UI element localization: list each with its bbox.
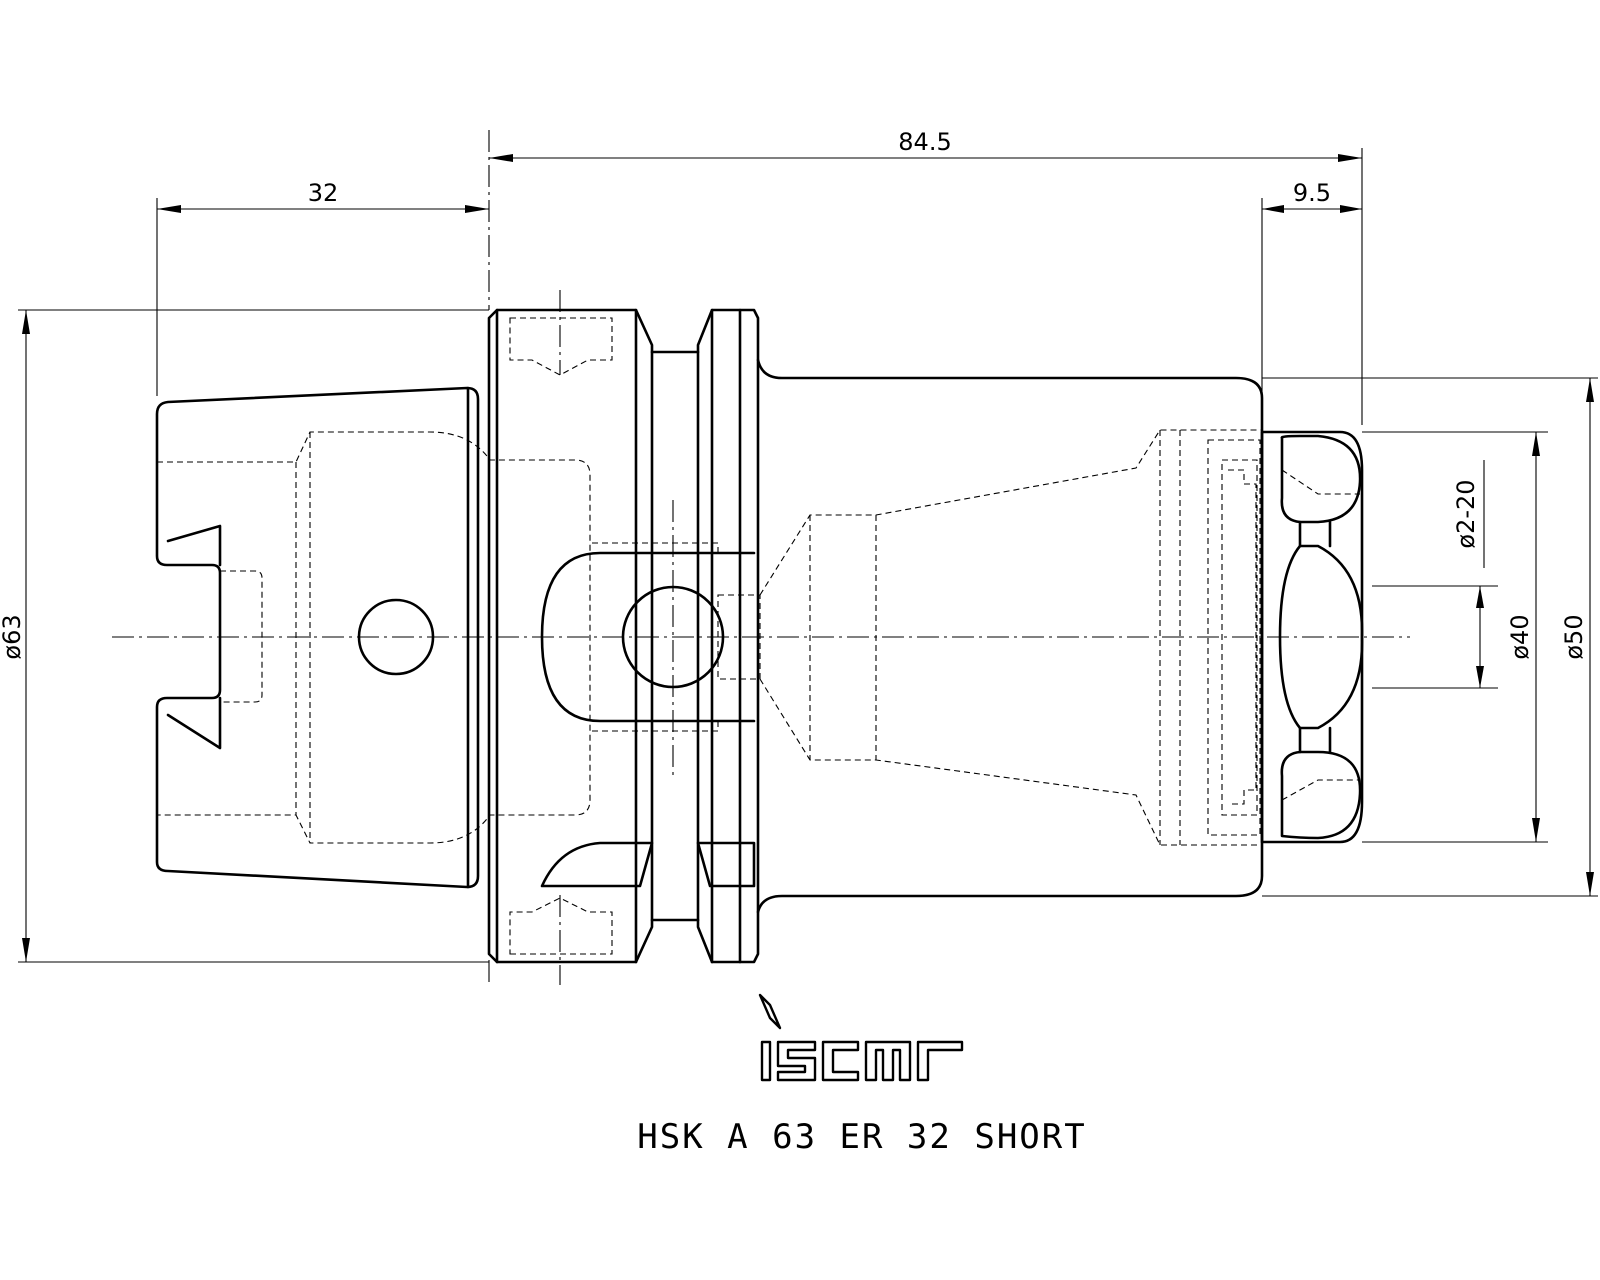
nut-outer-diameter-label: ø50 [1560,614,1588,659]
taper-length-label: 32 [308,179,339,207]
body [756,358,1264,914]
nut-inner-diameter-label: ø40 [1506,614,1534,659]
flange-diameter-label: ø63 [0,614,26,659]
drawing-title: HSK A 63 ER 32 SHORT [637,1117,1086,1157]
dimension-nut-length: 9.5 [1261,179,1362,425]
dimension-overall-length: 84.5 [489,128,1363,425]
overall-length-label: 84.5 [898,128,951,156]
center-lines [112,130,1410,985]
hsk-taper-shank [155,386,591,889]
iscar-logo [758,993,964,1082]
collet-range-label: ø2-20 [1452,479,1480,548]
flange [487,308,761,964]
dimension-nut-outer-diameter: ø50 [1262,377,1598,897]
dimension-flange-diameter: ø63 [0,309,489,963]
dimension-taper-length: 32 [156,179,489,396]
nut-length-label: 9.5 [1293,179,1331,207]
dimension-collet-range: ø2-20 [1372,460,1498,689]
dimension-nut-inner-diameter: ø40 [1362,431,1548,843]
er-nut [1260,430,1364,844]
